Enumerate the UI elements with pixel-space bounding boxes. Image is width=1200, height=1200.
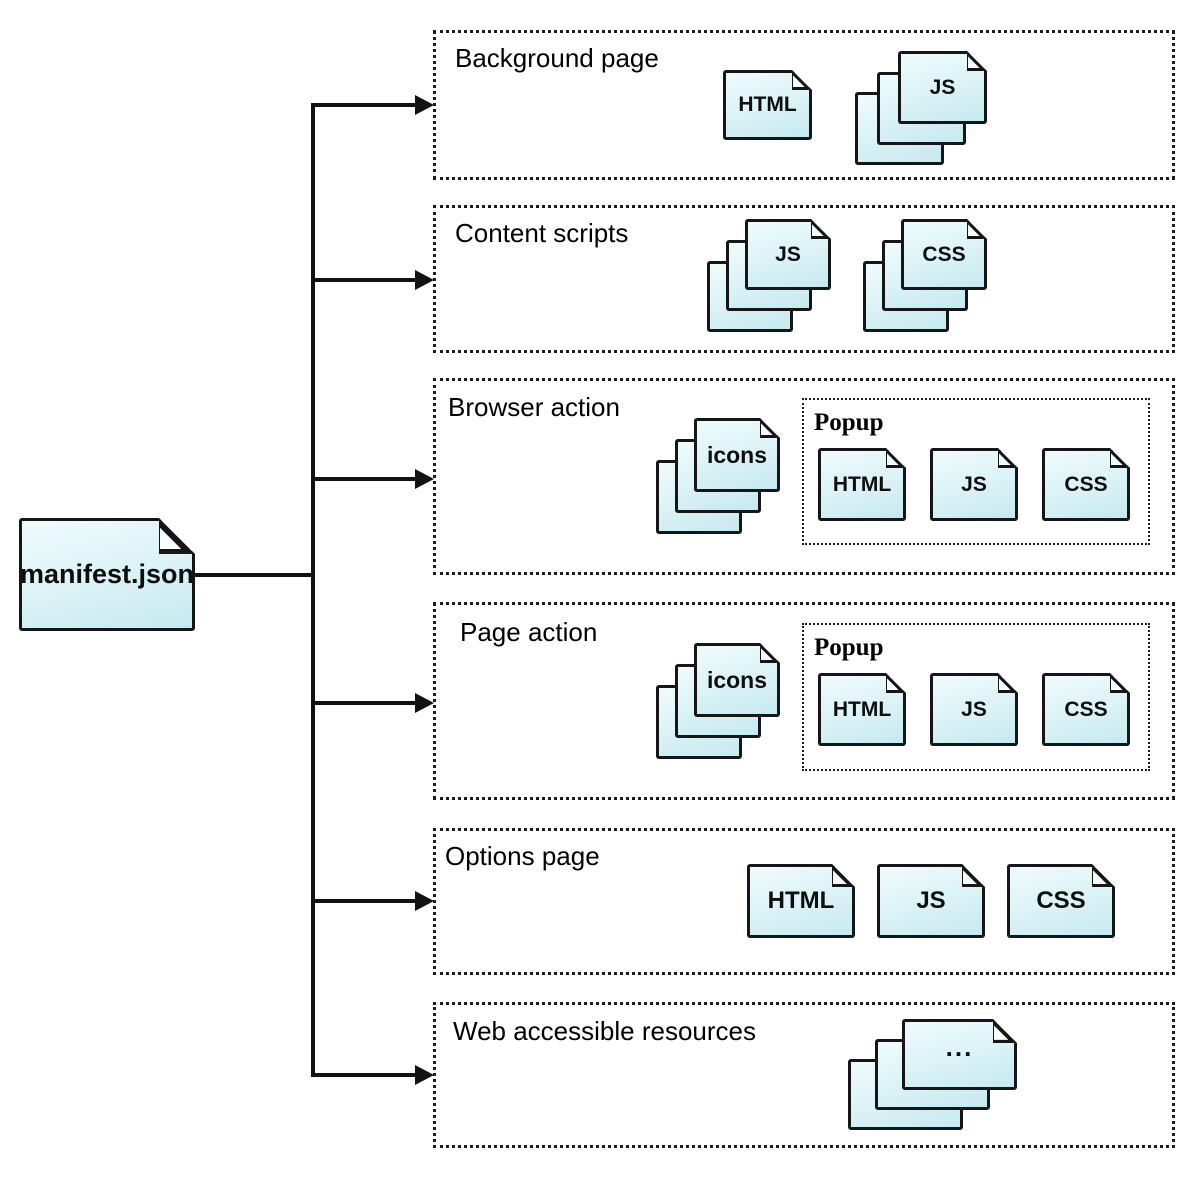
file-label: JS [775, 242, 801, 266]
section-label-options-page: Options page [445, 841, 600, 871]
arrowhead-background-page [415, 95, 434, 115]
file-icon-html-background: HTML [723, 70, 812, 140]
arrowhead-page-action [415, 693, 434, 713]
file-icon-html-options: HTML [747, 864, 855, 938]
section-box-background-page [433, 30, 1175, 180]
file-stack-js-content: JS [745, 219, 831, 290]
trunk-line [311, 103, 315, 1077]
file-icon-html-page-popup: HTML [818, 673, 906, 746]
file-icon-css-options: CSS [1007, 864, 1115, 938]
file-stack-js-background: JS [898, 51, 987, 124]
branch-line-page-action [313, 701, 417, 705]
section-box-options-page [433, 828, 1175, 975]
file-label: CSS [1036, 887, 1086, 914]
folded-corner-icon [159, 518, 195, 554]
branch-line-content-scripts [313, 278, 417, 282]
file-label: CSS [1064, 697, 1108, 721]
file-label: CSS [1064, 472, 1108, 496]
file-label: HTML [767, 887, 835, 914]
branch-line-background-page [313, 103, 417, 107]
section-box-browser-action [433, 378, 1175, 575]
manifest-file-node: manifest.json [19, 518, 195, 631]
section-label-browser-action: Browser action [448, 392, 620, 422]
file-icon-css-page-popup: CSS [1042, 673, 1130, 746]
file-label: JS [929, 75, 956, 99]
file-stack-resources: ... [902, 1019, 1017, 1090]
file-label: JS [961, 472, 987, 496]
popup-box-page-action [802, 623, 1150, 771]
file-stack-icons-browser-action: icons [694, 418, 780, 492]
section-box-web-accessible [433, 1002, 1175, 1148]
file-label: ... [945, 1032, 974, 1063]
file-label: HTML [832, 472, 892, 496]
file-icon-js-browser-popup: JS [930, 448, 1018, 521]
file-label: JS [961, 697, 987, 721]
file-label: icons [706, 666, 768, 693]
popup-title-browser-action: Popup [814, 409, 884, 436]
section-label-page-action: Page action [460, 617, 598, 647]
section-box-content-scripts [433, 205, 1175, 353]
file-label: JS [916, 887, 946, 914]
popup-box-browser-action [802, 398, 1150, 545]
file-icon-js-page-popup: JS [930, 673, 1018, 746]
file-icon-html-browser-popup: HTML [818, 448, 906, 521]
section-box-page-action [433, 602, 1175, 800]
file-stack-css-content: CSS [901, 219, 987, 290]
arrowhead-options-page [415, 891, 434, 911]
file-icon-js-options: JS [877, 864, 985, 938]
arrowhead-browser-action [415, 469, 434, 489]
file-label: HTML [832, 697, 892, 721]
arrowhead-content-scripts [415, 270, 434, 290]
manifest-label: manifest.json [19, 559, 195, 589]
file-stack-icons-page-action: icons [694, 643, 780, 717]
file-label: icons [706, 441, 768, 468]
branch-line-options-page [313, 899, 417, 903]
branch-line-web-accessible [313, 1073, 417, 1077]
file-icon-css-browser-popup: CSS [1042, 448, 1130, 521]
arrowhead-web-accessible [415, 1065, 434, 1085]
section-label-content-scripts: Content scripts [455, 218, 629, 248]
branch-line-browser-action [313, 477, 417, 481]
file-label: CSS [922, 242, 966, 266]
section-label-background-page: Background page [455, 43, 659, 73]
popup-title-page-action: Popup [814, 634, 884, 661]
manifest-connector-line [194, 573, 313, 577]
section-label-web-accessible: Web accessible resources [453, 1016, 756, 1046]
file-label: HTML [738, 93, 797, 116]
